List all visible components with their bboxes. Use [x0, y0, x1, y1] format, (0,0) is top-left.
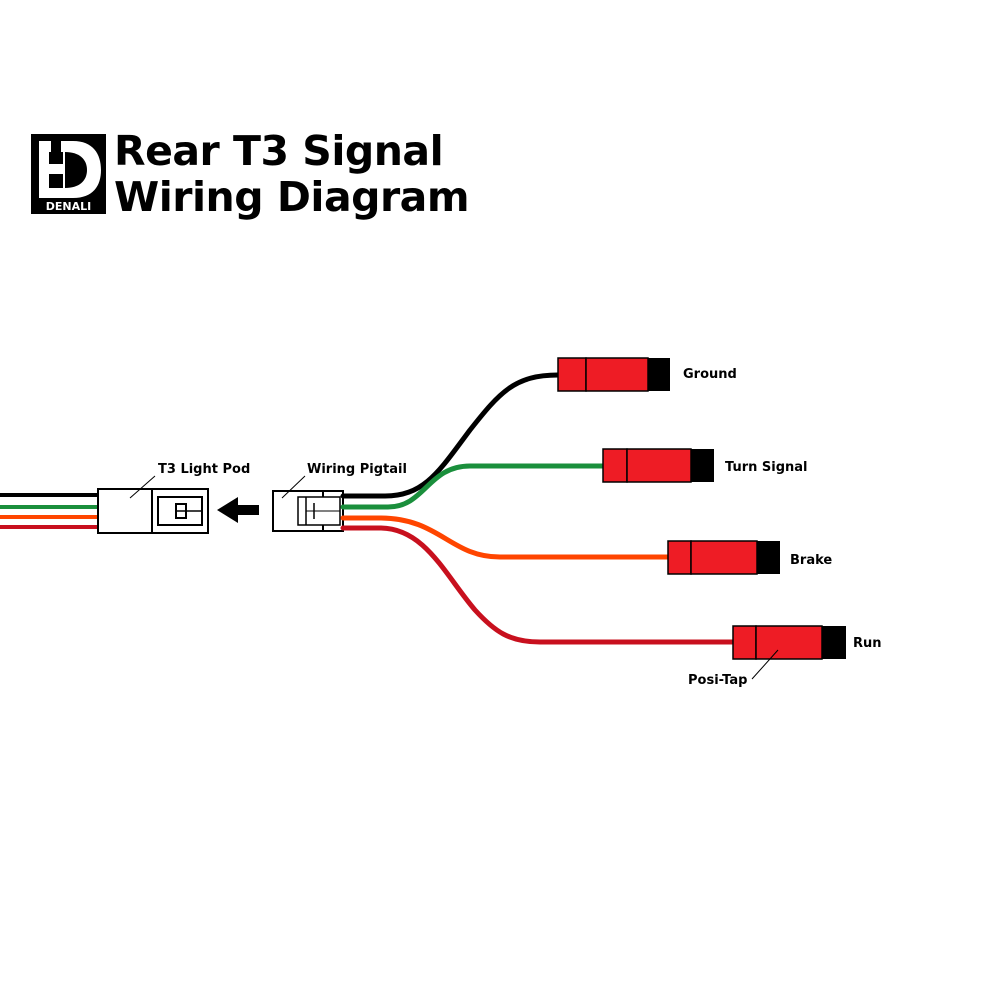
title-line-2: Wiring Diagram — [114, 173, 470, 221]
title-line-1: Rear T3 Signal — [114, 127, 444, 175]
turn-signal-wire — [340, 463, 606, 510]
posi-tap-brake — [667, 540, 780, 575]
posi-tap-run — [732, 625, 846, 660]
pigtail-label: Wiring Pigtail — [307, 462, 407, 477]
light-pod-label: T3 Light Pod — [158, 462, 250, 477]
run-wire — [340, 525, 736, 645]
brake-label: Brake — [790, 553, 832, 568]
pigtail-wires — [340, 372, 736, 645]
posi-tap-turn-signal — [602, 448, 714, 483]
ground-wire — [340, 372, 561, 499]
leader-lines — [129, 475, 779, 680]
turn-signal-label: Turn Signal — [725, 460, 808, 475]
posi-tap-label: Posi-Tap — [688, 673, 747, 688]
light-pod-connector — [97, 488, 209, 534]
brand-name: DENALI — [46, 200, 91, 213]
pod-cable — [0, 493, 100, 529]
ground-label: Ground — [683, 367, 737, 382]
brake-wire — [340, 515, 671, 560]
arrow-left-icon — [217, 497, 259, 523]
denali-logo: DENALI — [31, 134, 106, 214]
pigtail-connector — [272, 490, 344, 532]
run-label: Run — [853, 636, 882, 651]
posi-tap-ground — [557, 357, 670, 392]
